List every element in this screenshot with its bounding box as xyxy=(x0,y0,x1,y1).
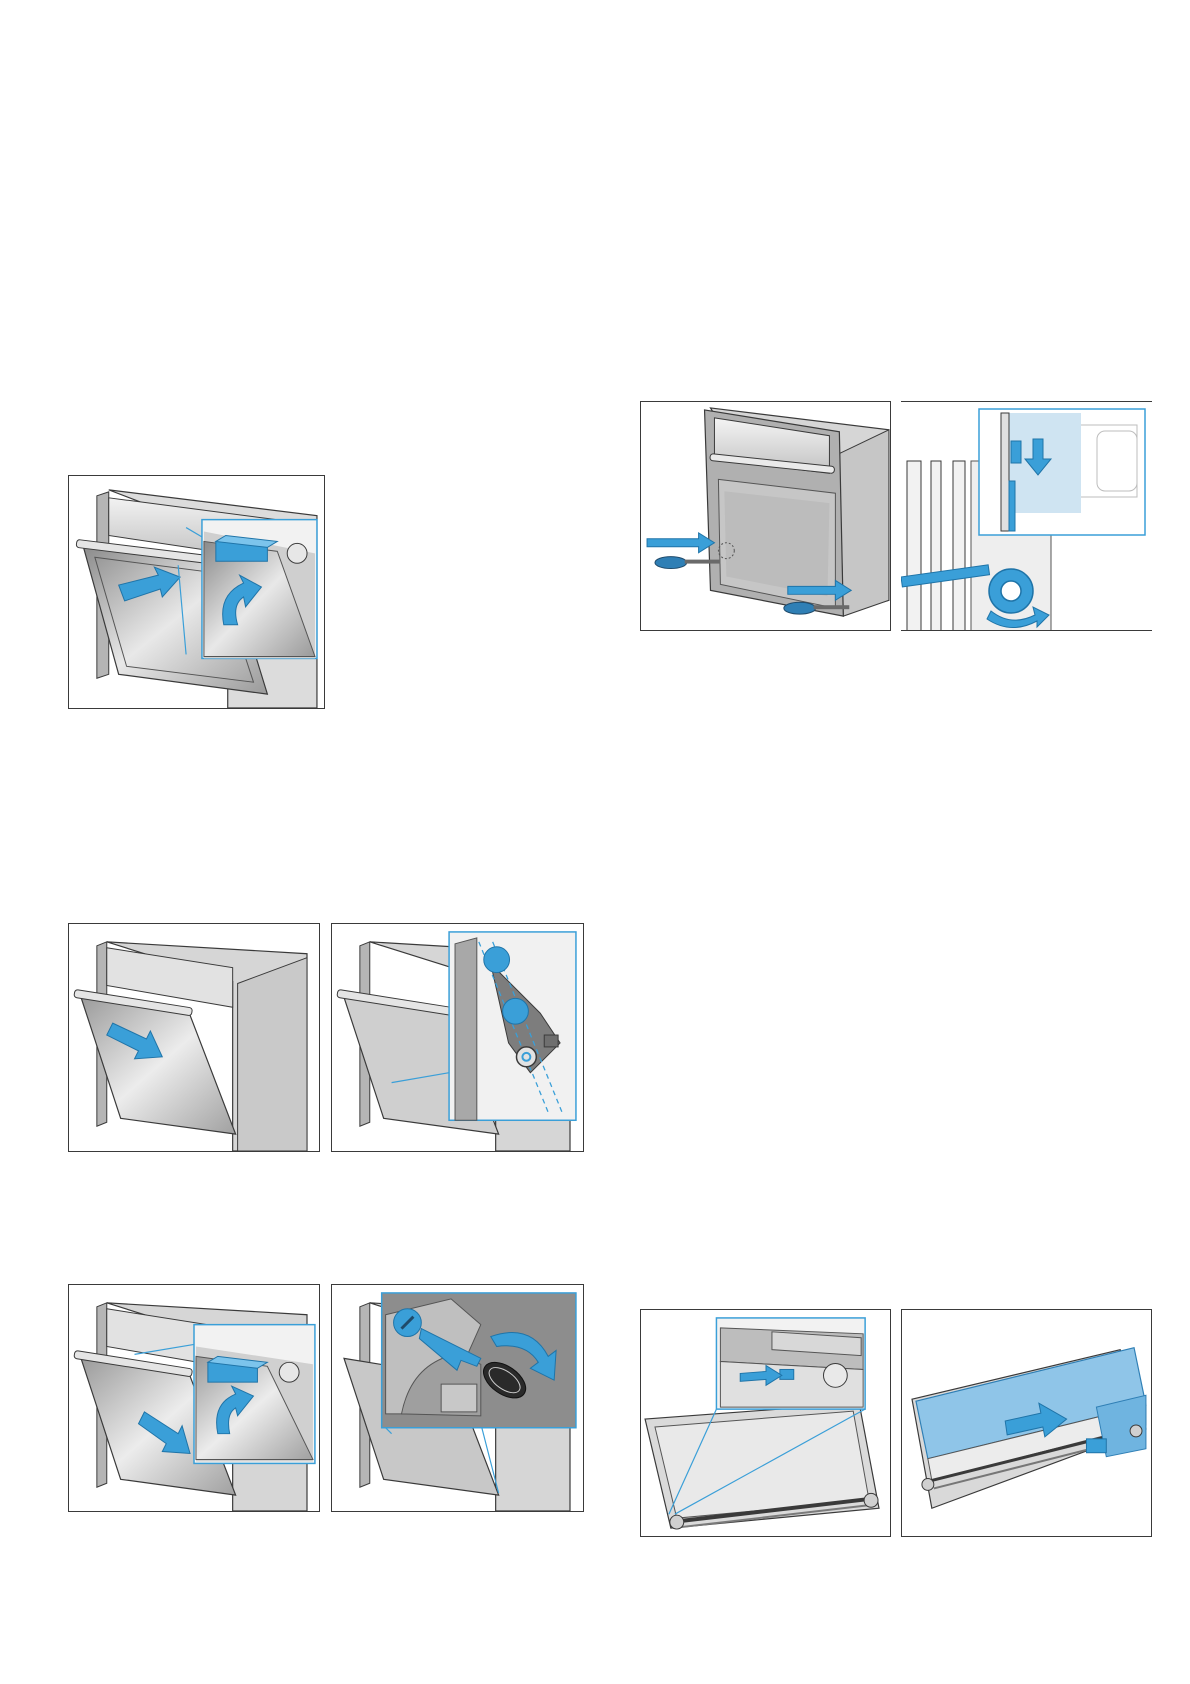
figure-glass-slide xyxy=(901,1309,1152,1537)
figure-hinge-rotate xyxy=(901,401,1152,631)
figure-door-hinge xyxy=(331,923,584,1152)
figure-bottom-rule xyxy=(901,630,1152,631)
figure-door-open xyxy=(68,923,320,1152)
glass-pane-slide-illustration xyxy=(902,1310,1151,1536)
figure-remove-screws xyxy=(640,401,891,631)
door-glass-clip-illustration xyxy=(641,1310,890,1536)
screwdriver-remove-screws-illustration xyxy=(641,402,890,630)
door-hinge-detail-illustration xyxy=(332,924,583,1151)
hinge-lock-turn-illustration xyxy=(332,1285,583,1511)
door-close-lever-illustration xyxy=(69,1285,319,1511)
figure-glass-clip xyxy=(640,1309,891,1537)
hinge-rotate-detail-illustration xyxy=(901,401,1152,631)
figure-top-rule xyxy=(901,401,1152,402)
figure-door-unlock xyxy=(68,475,325,709)
figure-hinge-lock xyxy=(331,1284,584,1512)
door-open-illustration xyxy=(69,924,319,1151)
door-unlock-lever-illustration xyxy=(69,476,324,708)
figure-door-close xyxy=(68,1284,320,1512)
